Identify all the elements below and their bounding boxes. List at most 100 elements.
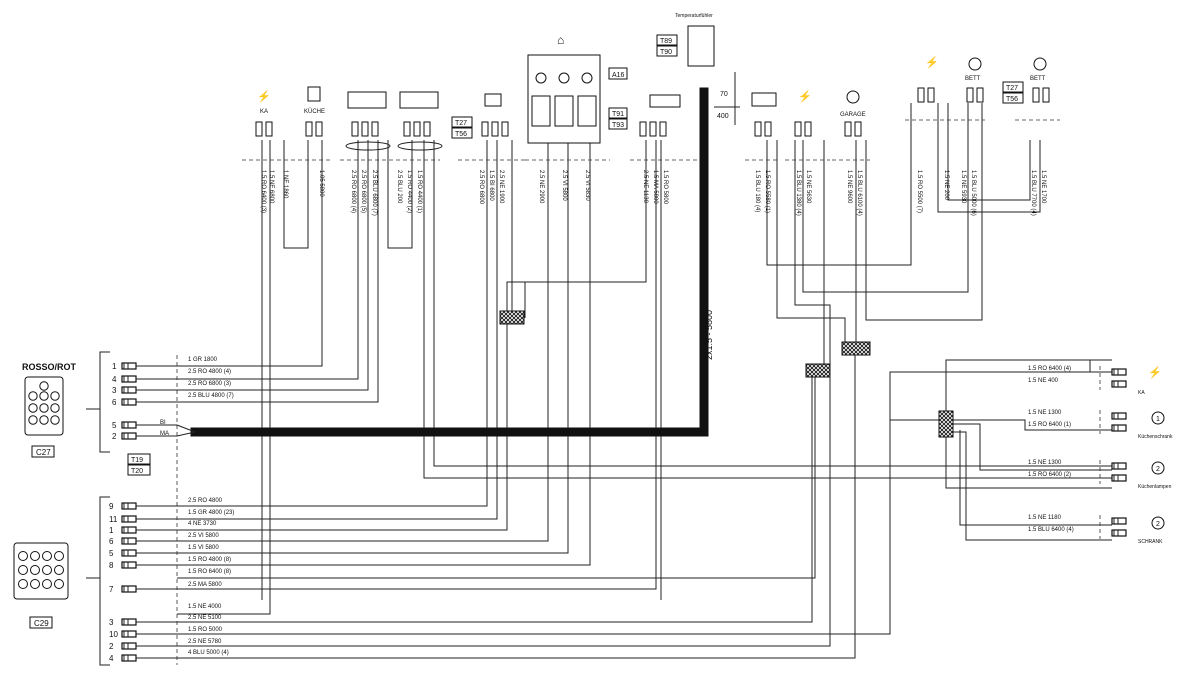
wire-run [177,140,591,566]
c29-pin-number: 8 [109,561,114,570]
connector-pin [361,121,369,137]
tag-t27b: T27 [1006,85,1018,92]
relay-coil [581,72,593,84]
tag-box [656,45,678,57]
vertical-wire-label: 2.5 RO 6800 [478,170,484,205]
c29-pin-plug [121,654,137,662]
plug-ribs [1113,413,1119,419]
wire-run [177,140,498,520]
plug-ribs [123,631,129,637]
connector-pin [481,121,489,137]
plug-ribs [123,516,129,522]
wire-run [177,140,379,403]
lamp-label: KA [260,109,268,115]
c29-pin-plug [121,642,137,650]
plug-ribs [123,527,129,533]
c29-wire-label: 1.5 VI 5800 [188,545,219,551]
tag-t27: T27 [455,120,467,127]
splice-3 [841,341,871,356]
vertical-wire-label: 1.5 RO 4400 (2) [406,170,412,213]
plug-ribs [1113,518,1119,524]
plug-ribs [1113,381,1119,387]
switch-icon [751,92,777,107]
c29-wire-label: 2.5 RO 4800 [188,498,223,504]
c29-pin-number: 10 [109,630,118,639]
bulb-number: 2 [1156,466,1160,473]
c29-pin-plug [121,515,137,523]
vertical-wire-label: 1.5 NE 1700 [1040,170,1046,204]
right-wire-label: 1.5 RO 6400 (1) [1028,422,1071,428]
vertical-wire-label: 1.5 BI 6800 [488,170,494,201]
wire-run [802,103,969,293]
right-wire-label: 1.5 NE 1180 [1028,515,1062,521]
relay-coil [535,72,547,84]
right-plug [1111,380,1127,388]
connector-c29: C29 [13,496,110,666]
plug-ribs [123,503,129,509]
wire-bundle-ring [397,141,443,151]
c27-pin-hole [50,391,60,401]
right-plug [1111,462,1127,470]
vertical-wire-label: 2.5 NE 1900 [498,170,504,204]
garage-label: GARAGE [840,112,866,118]
c29-pin-number: 4 [109,654,114,663]
c27-wire-label: 2.5 RO 4800 (4) [188,369,231,375]
wire-run [959,430,1112,526]
vertical-wire-label: 1.5 BLU 7700 (4) [1030,170,1036,216]
kuche-label: KÜCHE [304,108,325,115]
splice-1 [499,310,525,325]
connector-pin [1042,87,1050,103]
relay-unit [577,95,597,127]
connector-pin [639,121,647,137]
bulb-icon [1151,411,1165,425]
wire-run [937,103,1041,213]
wire-run [177,377,813,623]
tag-box [451,116,473,128]
vertical-wire-label: 1.5 BLU 180 (4) [754,170,760,212]
right-wire-label: 1.5 NE 400 [1028,378,1059,384]
vertical-wire-label: 1.5 RO 5800 [662,170,668,205]
connector-pin [423,121,431,137]
c29-pin-number: 1 [109,526,114,535]
c29-pin-number: 3 [109,618,114,627]
vertical-wire-label: 1.5 BLU 5000 (6) [970,170,976,216]
tag-t56: T56 [455,131,467,138]
vertical-wire-label: 1.5 NE 5930 [960,170,966,204]
c29-pin-plug [121,502,137,510]
connector-pin [491,121,499,137]
plug-ribs [123,655,129,661]
c29-pin-hole [18,565,28,575]
c29-pin-hole [42,565,52,575]
a16-label: A16 [612,72,625,79]
c27-pin-number: 6 [112,398,117,407]
c29-wire-label: 2.5 MA 5800 [188,582,222,588]
right-plug [1111,368,1127,376]
bulb-icon [1033,57,1047,71]
plug-ribs [123,550,129,556]
wire-run [177,140,271,615]
connector-pin [754,121,762,137]
c29-pin-hole [30,565,40,575]
connector-pin [501,121,509,137]
c27-pin-number: 1 [112,362,117,371]
vertical-wire-label: 2.5 VI 5800 [561,170,567,201]
bett-label: BETT [965,76,981,82]
plug-body [1111,517,1127,525]
plug-ribs [123,562,129,568]
c29-wire-label: 1.5 NE 4000 [188,604,222,610]
vertical-wire-label: 2.5 RO 6800 (5) [360,170,366,213]
wire-run [177,140,369,391]
right-wire-label: 1.5 RO 6400 (2) [1028,472,1071,478]
wire-run [177,355,856,659]
c27-pin-number: 4 [112,375,117,384]
connector-pin [976,87,984,103]
plug-ribs [123,586,129,592]
plug-body [1111,380,1127,388]
bulb-icon [1151,461,1165,475]
wire-bundle-ring [345,141,391,151]
vertical-wire-label: 1.5 RO 5500 (7) [916,170,922,213]
right-plug [1111,424,1127,432]
c29-pin-hole [30,579,40,589]
plug-ribs [123,643,129,649]
c29-pin-plug [121,630,137,638]
